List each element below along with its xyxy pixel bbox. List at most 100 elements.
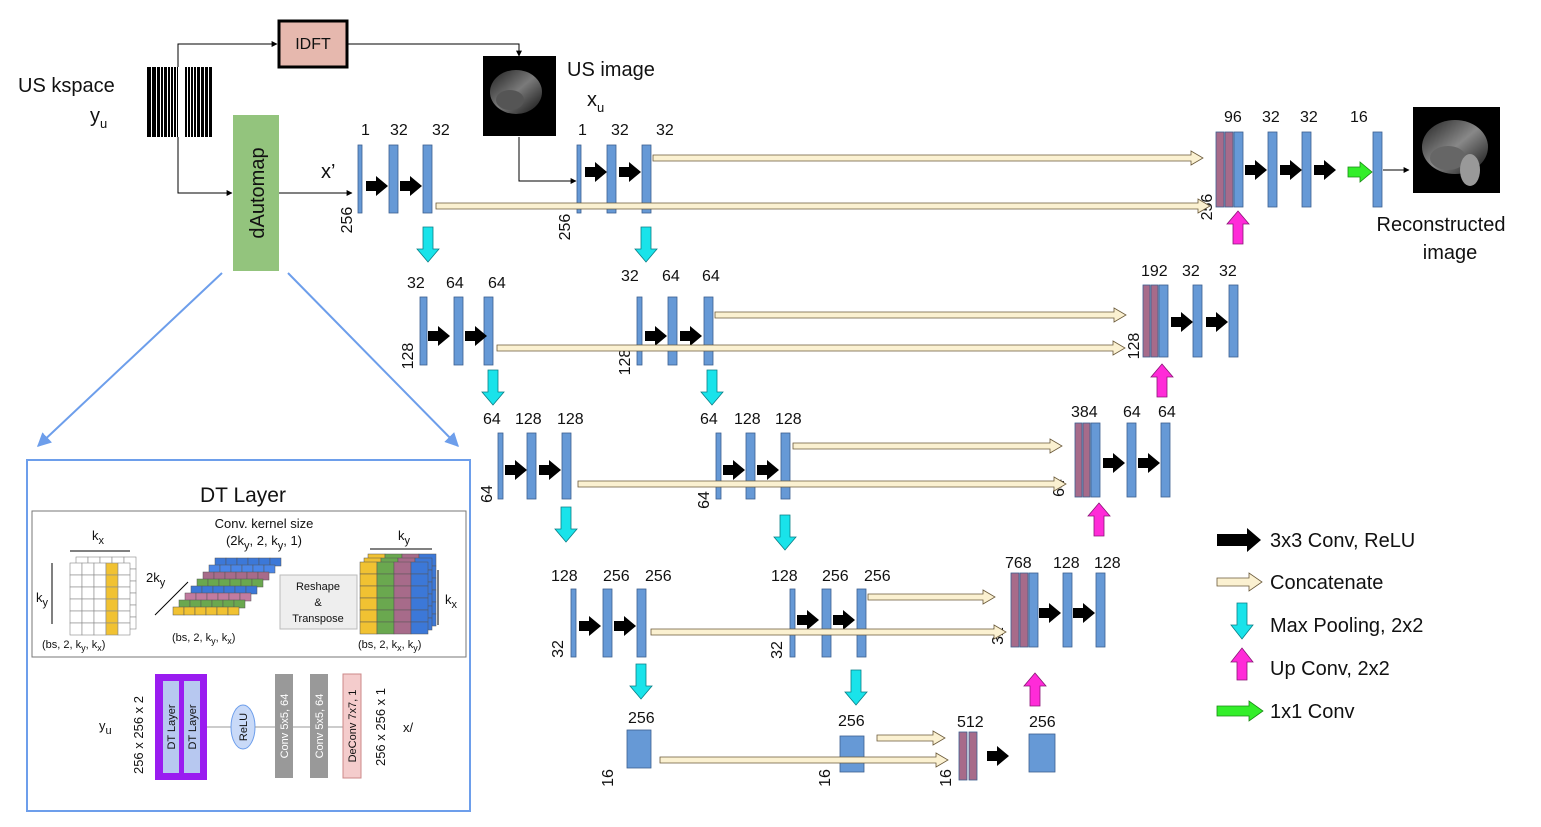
grid-cell	[93, 562, 107, 576]
concat-arrow	[714, 307, 1127, 323]
network: 1323225613232256963232162563264641283264…	[339, 109, 1383, 787]
feature-map	[1372, 131, 1383, 208]
conv-arrow	[723, 460, 745, 480]
legend-label: Max Pooling, 2x2	[1270, 615, 1423, 637]
channel-label: 128	[1094, 555, 1121, 572]
channel-label: 256	[822, 568, 849, 585]
feature-map	[576, 144, 582, 214]
dt-input-grid	[69, 556, 137, 636]
grid-cell	[376, 573, 395, 587]
conv-arrow	[797, 610, 819, 630]
xprime-label: x’	[321, 161, 335, 183]
conv-arrow	[1039, 603, 1061, 623]
feature-map	[636, 296, 643, 366]
size-label: 256	[339, 207, 356, 234]
channel-label: 128	[1053, 555, 1080, 572]
conv-arrow	[1206, 312, 1228, 332]
channel-label: 192	[1141, 263, 1168, 280]
conv-arrow	[1314, 160, 1336, 180]
dt-kernel-title: Conv. kernel size	[215, 516, 314, 531]
grid-cell	[393, 609, 412, 623]
feature-map	[606, 144, 617, 214]
kspace-label: US kspace	[18, 75, 115, 97]
size-label: 64	[479, 485, 496, 503]
grid-cell	[359, 609, 378, 623]
channel-label: 32	[407, 275, 425, 292]
kspace-line	[178, 67, 180, 137]
dt-ky-label: ky	[36, 590, 49, 609]
dt-relu-label: ReLU	[238, 713, 250, 741]
channel-label: 32	[432, 122, 450, 139]
feature-map	[422, 144, 433, 214]
channel-label: 32	[1262, 109, 1280, 126]
kspace-line	[160, 67, 161, 137]
feature-map	[1228, 284, 1239, 358]
kspace-line	[182, 67, 184, 137]
feature-map	[1160, 422, 1171, 498]
legend-1x1-icon	[1216, 700, 1264, 722]
legend-label: Concatenate	[1270, 572, 1383, 594]
grid-cell	[81, 586, 95, 600]
feature-map	[1126, 422, 1137, 498]
channel-label: 128	[771, 568, 798, 585]
upconv-arrow	[1087, 502, 1111, 537]
concat-arrow	[577, 476, 1067, 492]
feature-map	[1095, 572, 1106, 648]
maxpool-arrow	[629, 663, 653, 700]
grid-cell	[69, 586, 83, 600]
maxpool-arrow	[700, 369, 724, 406]
concat-map	[1150, 284, 1159, 358]
size-label: 16	[817, 769, 834, 787]
reconstructed-label-2: image	[1423, 242, 1477, 264]
conv-arrow	[1171, 312, 1193, 332]
grid-cell	[93, 586, 107, 600]
kspace-line	[180, 67, 182, 137]
us-image	[483, 56, 556, 136]
grid-cell	[69, 622, 83, 636]
dt-kx-label: kx	[92, 528, 105, 547]
conv-arrow	[400, 176, 422, 196]
kspace-to-dautomap-arrow	[177, 137, 233, 196]
grid-cell	[359, 573, 378, 587]
dt-reshape-2: &	[314, 597, 322, 609]
feature-map	[780, 432, 791, 500]
feature-map	[1028, 572, 1039, 648]
feature-map	[636, 588, 647, 658]
conv-arrow	[366, 176, 388, 196]
idft-block	[277, 19, 349, 69]
feature-map	[526, 432, 537, 500]
feature-map	[745, 432, 756, 500]
concat-arrow	[435, 198, 1211, 214]
grid-cell	[393, 585, 412, 599]
grid-cell	[410, 597, 429, 611]
idft-to-image-arrow	[347, 43, 522, 57]
feature-map	[497, 432, 504, 500]
grid-cell	[69, 574, 83, 588]
channel-label: 64	[483, 411, 501, 428]
feature-map	[1090, 422, 1101, 498]
legend-label: 3x3 Conv, ReLU	[1270, 530, 1415, 552]
feature-map	[641, 144, 652, 214]
grid-cell	[105, 598, 119, 612]
grid-cell	[69, 598, 83, 612]
conv-arrow	[579, 616, 601, 636]
grid-cell	[117, 574, 131, 588]
feature-map	[419, 296, 428, 366]
channel-label: 1	[361, 122, 370, 139]
channel-label: 384	[1071, 404, 1098, 421]
grid-cell	[93, 598, 107, 612]
grid-cell	[410, 573, 429, 587]
channel-label: 32	[1182, 263, 1200, 280]
conv-arrow	[1245, 160, 1267, 180]
channel-label: 64	[700, 411, 718, 428]
kernel-cell	[227, 606, 240, 616]
dt-reshape-1: Reshape	[296, 581, 340, 593]
legend-label: Up Conv, 2x2	[1270, 658, 1390, 680]
feature-map	[357, 144, 363, 214]
maxpool-arrow	[773, 514, 797, 551]
feature-map	[1062, 572, 1073, 648]
feature-map	[570, 588, 577, 658]
dt-conv-1	[275, 674, 293, 778]
concat-arrow	[876, 730, 946, 746]
